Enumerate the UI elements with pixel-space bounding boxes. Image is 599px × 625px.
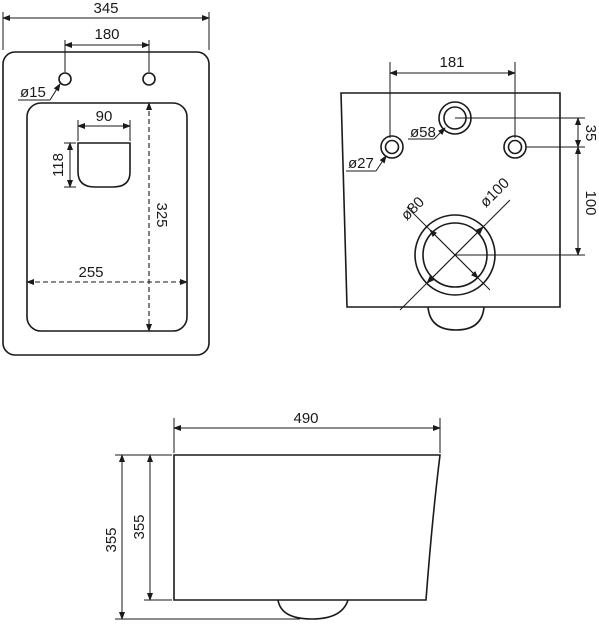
dim-body-height: 355 — [131, 514, 148, 539]
dim-hole-spacing: 180 — [94, 26, 119, 43]
rear-view-trap — [428, 307, 484, 330]
dim-outlet-height: 100 — [582, 190, 599, 215]
dim-overall-width: 345 — [93, 0, 118, 17]
dim-outlet-inner-diameter: ø80 — [398, 194, 428, 224]
top-view-hole-left — [59, 73, 71, 85]
top-view-outlet — [78, 143, 130, 187]
side-view-trap — [278, 600, 348, 619]
rear-view-bolt-left-outer — [381, 136, 403, 158]
dim-bolt-diameter: ø27 — [348, 155, 374, 172]
dim-overall-depth: 490 — [293, 410, 318, 427]
rear-view-bolt-right-inner — [509, 141, 522, 154]
dim-outlet-outer-diameter: ø100 — [477, 175, 513, 211]
dim-total-height: 355 — [103, 527, 120, 552]
dim-bowl-width: 255 — [78, 264, 103, 281]
side-view-outline — [174, 455, 440, 600]
dim-inlet-diameter: ø58 — [410, 124, 436, 141]
dim-bowl-length: 325 — [153, 202, 170, 227]
top-view: 345 180 ø15 90 118 255 325 — [3, 0, 209, 355]
rear-view: 181 ø58 ø27 35 100 ø80 ø100 — [341, 54, 599, 330]
side-view: 490 355 355 — [103, 410, 440, 619]
dim-outlet-depth: 118 — [50, 153, 67, 177]
dim-outlet-width: 90 — [96, 108, 113, 125]
rear-view-bolt-left-inner — [386, 141, 399, 154]
dim-inlet-offset: 35 — [582, 125, 599, 142]
rear-view-bolt-right-outer — [504, 136, 526, 158]
rear-view-outline — [341, 93, 560, 307]
top-view-hole-right — [143, 73, 155, 85]
dim-hole-diameter: ø15 — [20, 84, 46, 101]
dim-bolt-spacing: 181 — [439, 54, 464, 71]
